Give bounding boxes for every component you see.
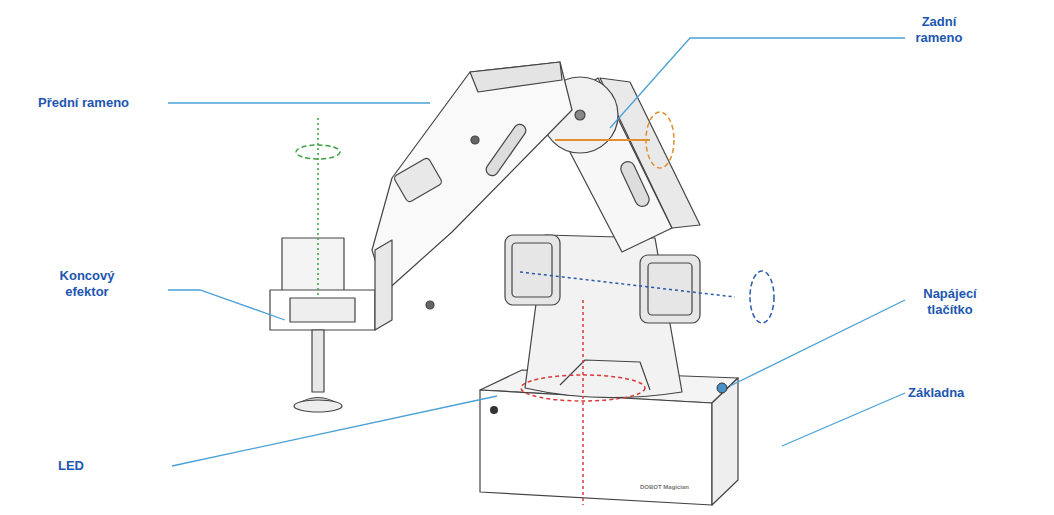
part-label: Zadní rameno <box>908 14 970 46</box>
part-label: DOBOT Magician <box>640 484 700 491</box>
part-label: Koncový efektor <box>48 268 126 300</box>
part-label: LED <box>58 458 118 474</box>
part-label: Napájecí tlačítko <box>908 286 992 318</box>
part-label: Přední rameno <box>38 95 163 111</box>
part-label: Základna <box>908 385 998 401</box>
